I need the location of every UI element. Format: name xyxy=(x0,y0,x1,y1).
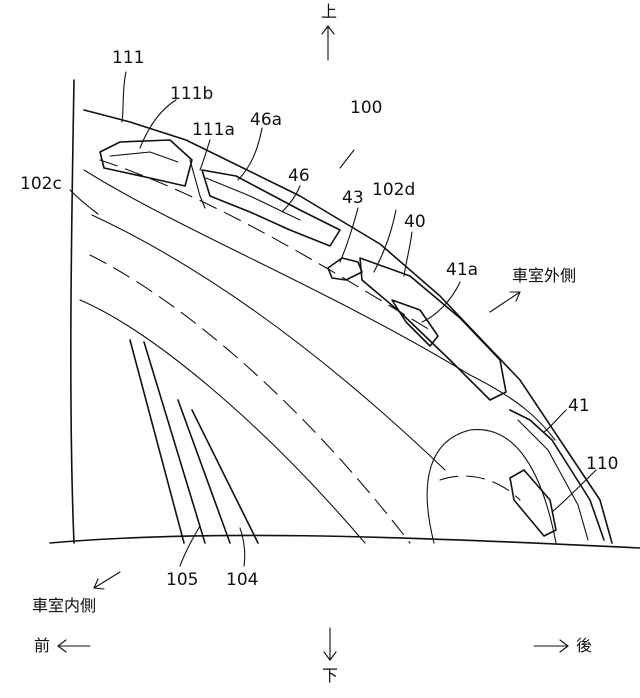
label-111b: 111b xyxy=(170,84,214,104)
part-111b-tab xyxy=(99,139,193,187)
leader-111 xyxy=(121,71,127,123)
label-down: 下 xyxy=(322,666,339,685)
label-111a: 111a xyxy=(192,120,235,140)
label-102d: 102d xyxy=(372,180,416,200)
part-41-edge xyxy=(509,409,605,541)
label-40: 40 xyxy=(404,212,426,232)
label-41: 41 xyxy=(568,396,590,416)
arrow-cabin-outer-icon xyxy=(489,291,521,313)
pillar-105-right xyxy=(143,341,206,544)
surface-line-3 xyxy=(91,214,446,471)
label-100: 100 xyxy=(350,98,383,118)
surface-line-1 xyxy=(79,299,366,544)
pillar-104-right xyxy=(191,409,259,544)
arrow-down-icon xyxy=(323,627,337,661)
pillar-104-left xyxy=(177,399,231,544)
label-104: 104 xyxy=(226,570,259,590)
part-40-rail xyxy=(359,257,507,401)
label-rear: 後 xyxy=(576,636,593,655)
rear-panel-outline xyxy=(426,428,557,544)
pillar-105-left xyxy=(129,339,185,544)
leader-104 xyxy=(239,527,246,567)
leader-111b xyxy=(139,99,177,149)
leader-46 xyxy=(281,185,301,213)
label-110: 110 xyxy=(586,454,619,474)
label-43: 43 xyxy=(342,188,364,208)
leader-46a xyxy=(237,127,263,181)
label-front: 前 xyxy=(34,636,51,655)
arrow-cabin-inner-icon xyxy=(93,571,121,590)
label-up: 上 xyxy=(321,2,338,21)
pillar-outer-outline xyxy=(70,79,75,544)
part-41-inner xyxy=(517,419,589,541)
label-111: 111 xyxy=(112,48,145,68)
label-cabin-outer: 車室外側 xyxy=(512,266,577,285)
leader-40 xyxy=(403,231,413,277)
surface-line-2 xyxy=(89,254,411,544)
leader-102d xyxy=(373,209,397,273)
leader-41 xyxy=(543,409,567,433)
surface-line-4 xyxy=(83,169,556,441)
label-46a: 46a xyxy=(250,110,283,130)
label-46: 46 xyxy=(288,166,310,186)
label-105: 105 xyxy=(166,570,199,590)
part-110-slot xyxy=(509,469,557,537)
part-46-inner xyxy=(205,177,301,221)
pillar-top-edge xyxy=(83,109,613,544)
arrow-front-icon xyxy=(57,639,91,653)
part-43-clip xyxy=(327,257,363,281)
part-46-rail xyxy=(201,169,341,247)
leader-102c xyxy=(69,189,99,215)
leader-110 xyxy=(551,469,597,513)
part-111b-inner xyxy=(109,151,179,163)
label-102c: 102c xyxy=(20,174,62,194)
arrow-up-icon xyxy=(321,25,335,61)
part-111a-edge xyxy=(189,159,206,209)
label-41a: 41a xyxy=(446,260,479,280)
leader-111a xyxy=(199,139,211,171)
surface-line-5 xyxy=(99,159,431,331)
rear-panel-dashed xyxy=(439,475,521,501)
leader-43 xyxy=(339,207,359,263)
leader-105 xyxy=(179,525,201,567)
label-cabin-inner: 車室内側 xyxy=(32,596,97,615)
arrow-rear-icon xyxy=(533,639,569,653)
leader-41a xyxy=(421,281,461,323)
part-41a-slot xyxy=(391,299,439,347)
bottom-curve xyxy=(49,534,640,549)
leader-100 xyxy=(339,149,355,169)
